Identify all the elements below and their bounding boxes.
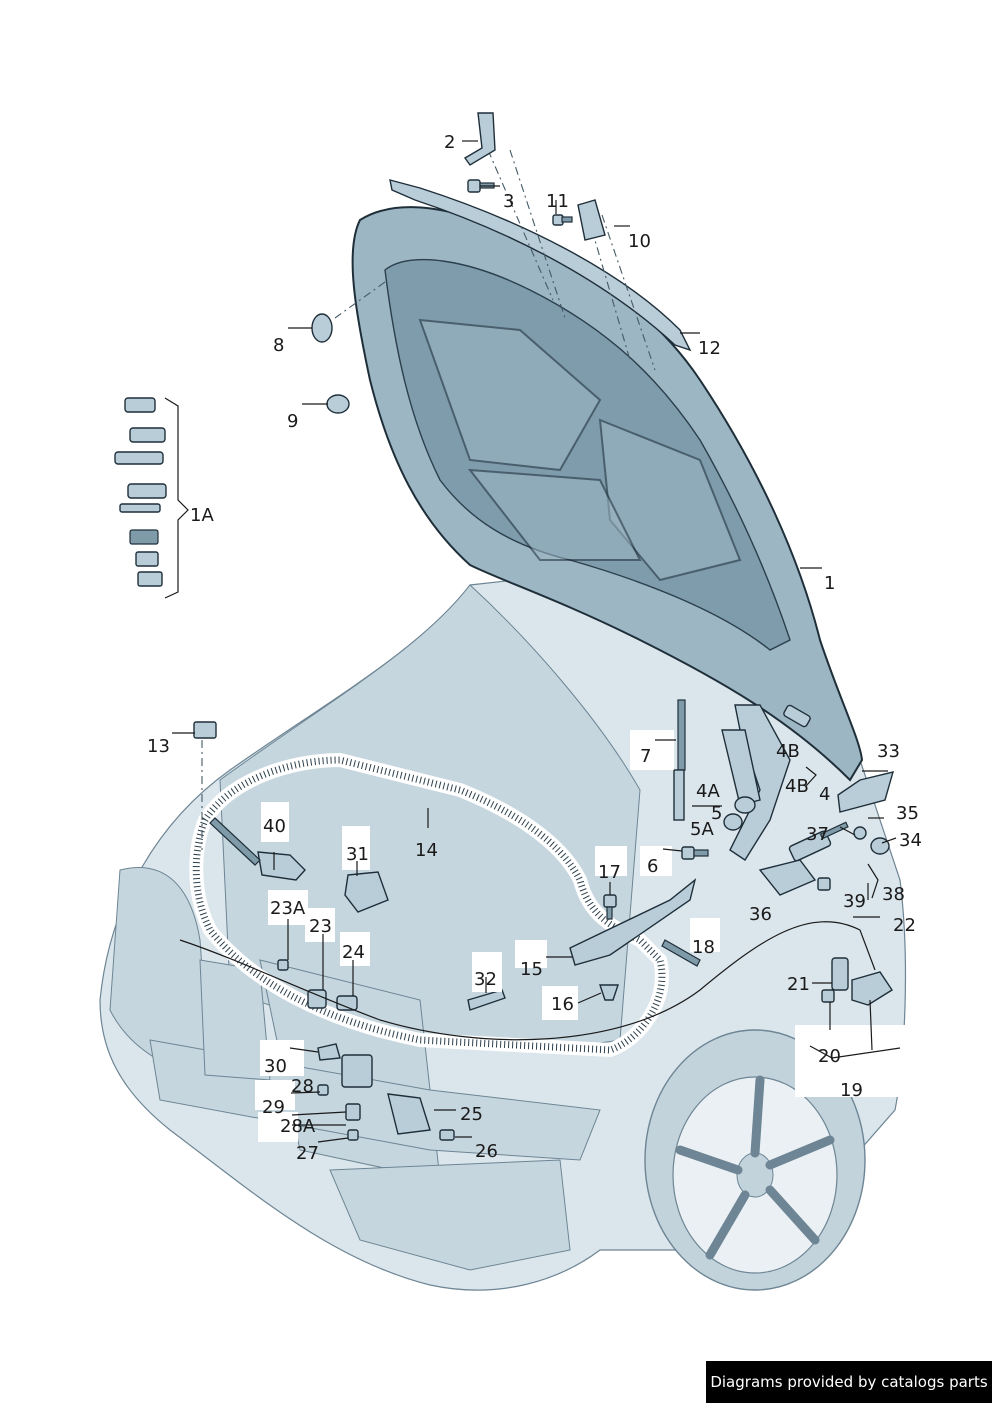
part-23-24 <box>277 959 358 1011</box>
callout-39: 39 <box>843 891 866 912</box>
front-wheel <box>644 1029 866 1291</box>
hinge-part-2 <box>463 112 496 166</box>
clip-part-13 <box>193 721 217 739</box>
seal-strip-part-15 <box>569 878 697 966</box>
callout-27: 27 <box>296 1143 319 1164</box>
callout-30: 30 <box>264 1056 287 1077</box>
callout-37: 37 <box>806 824 829 845</box>
callout-32: 32 <box>474 969 497 990</box>
callout-24: 24 <box>342 942 365 963</box>
lock-carrier-parts-25-30 <box>317 1043 455 1141</box>
callout-16: 16 <box>551 994 574 1015</box>
fasteners-part-1A <box>114 397 167 587</box>
callout-20: 20 <box>818 1046 841 1067</box>
callout-14: 14 <box>415 840 438 861</box>
callout-7: 7 <box>640 746 651 767</box>
gas-strut-part-7 <box>673 699 686 821</box>
callout-4B-a: 4B <box>776 741 800 762</box>
callout-17: 17 <box>598 862 621 883</box>
buffer-part-5A <box>723 813 743 831</box>
hinge-bracket-part-4 <box>721 704 791 861</box>
callout-19: 19 <box>840 1080 863 1101</box>
lock-part-40 <box>209 817 306 881</box>
callout-22: 22 <box>893 915 916 936</box>
bolt-part-11 <box>552 214 573 226</box>
callout-9: 9 <box>287 411 298 432</box>
lock-part-21 <box>821 957 893 1006</box>
callout-28: 28 <box>291 1076 314 1097</box>
cable-part-22 <box>179 921 876 1041</box>
part-32 <box>467 989 506 1011</box>
buffer-part-9 <box>326 394 350 414</box>
callout-40: 40 <box>263 816 286 837</box>
footer-credit: Diagrams provided by catalogs parts <box>706 1361 992 1403</box>
callout-18: 18 <box>692 937 715 958</box>
callout-5: 5 <box>711 803 722 824</box>
clip-part-39 <box>817 877 831 891</box>
callout-3: 3 <box>503 191 514 212</box>
part-31 <box>344 871 389 913</box>
car-front-body <box>99 574 907 1291</box>
latch-part-33 <box>837 771 895 813</box>
callout-4: 4 <box>819 784 830 805</box>
callout-8: 8 <box>273 335 284 356</box>
callout-11: 11 <box>546 191 569 212</box>
seal-part-14 <box>189 752 669 1058</box>
label-backgrounds <box>255 730 912 1142</box>
callout-36: 36 <box>749 904 772 925</box>
nut-part-5 <box>734 796 756 814</box>
hinge-part-10 <box>577 199 606 241</box>
bolt-part-4B <box>783 704 811 728</box>
callout-1: 1 <box>824 573 835 594</box>
callout-23A: 23A <box>270 898 306 919</box>
bolt-part-34-35 <box>853 826 890 855</box>
buffer-part-8 <box>311 313 333 343</box>
callout-13: 13 <box>147 736 170 757</box>
callout-6: 6 <box>647 856 658 877</box>
alignment-lines <box>201 149 656 850</box>
callout-33: 33 <box>877 741 900 762</box>
callout-38: 38 <box>882 884 905 905</box>
callout-31: 31 <box>346 844 369 865</box>
callout-29: 29 <box>262 1097 285 1118</box>
clip-part-17 <box>603 894 617 920</box>
callout-35: 35 <box>896 803 919 824</box>
bracket-part-36 <box>758 859 817 896</box>
callout-10: 10 <box>628 231 651 252</box>
callout-4A: 4A <box>696 781 720 802</box>
callout-2: 2 <box>444 132 455 153</box>
callout-34: 34 <box>899 830 922 851</box>
callout-21: 21 <box>787 974 810 995</box>
callout-26: 26 <box>475 1141 498 1162</box>
callout-25: 25 <box>460 1104 483 1125</box>
gas-spring-part-37 <box>788 821 849 862</box>
bolt-part-6 <box>681 846 709 860</box>
seal-part-18 <box>661 939 701 967</box>
clip-part-16 <box>599 984 619 1001</box>
callout-5A: 5A <box>690 819 714 840</box>
hood-edge-strip-part-12 <box>389 179 692 352</box>
callout-15: 15 <box>520 959 543 980</box>
callout-1A: 1A <box>190 505 214 526</box>
callout-28A: 28A <box>280 1116 316 1137</box>
leader-lines <box>164 140 901 1143</box>
callout-labels: 2 3 11 10 8 12 9 1A 1 13 7 4B 33 4A 4B 4… <box>147 132 922 1164</box>
callout-12: 12 <box>698 338 721 359</box>
callout-4B-b: 4B <box>785 776 809 797</box>
callout-23: 23 <box>309 916 332 937</box>
